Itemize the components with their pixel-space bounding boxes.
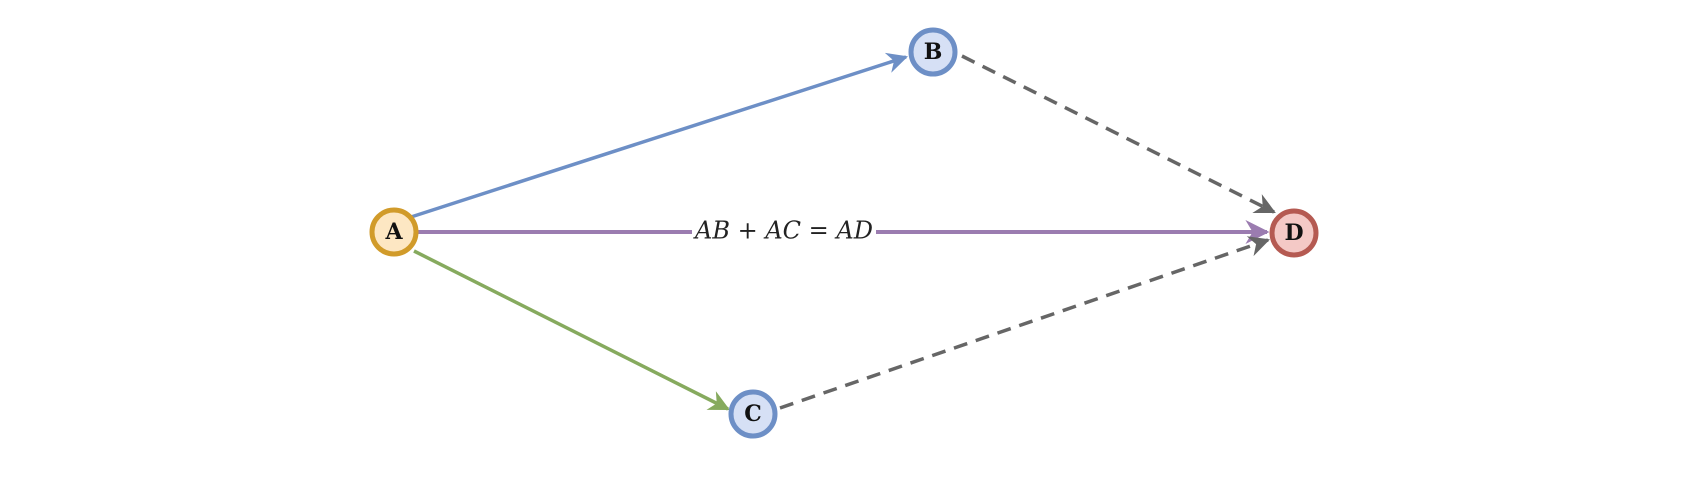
node-a-circle [369,207,419,257]
edge-a-to-b [410,52,908,219]
node-b: B [908,27,958,77]
node-c-label: C [744,401,762,427]
edge-b-to-d [961,54,1276,214]
node-c: C [728,389,778,439]
edges-group [410,52,1276,411]
node-c-circle [728,389,778,439]
edge-c-to-d [779,236,1270,410]
node-a: A [369,207,419,257]
node-b-label: B [924,39,943,65]
edge-a-to-c [413,249,730,411]
edge-label-sum: AB + AC = AD [693,217,873,245]
node-b-circle [908,27,958,77]
node-d: D [1269,208,1319,258]
node-d-label: D [1284,220,1303,246]
node-a-label: A [384,219,403,245]
node-d-circle [1269,208,1319,258]
